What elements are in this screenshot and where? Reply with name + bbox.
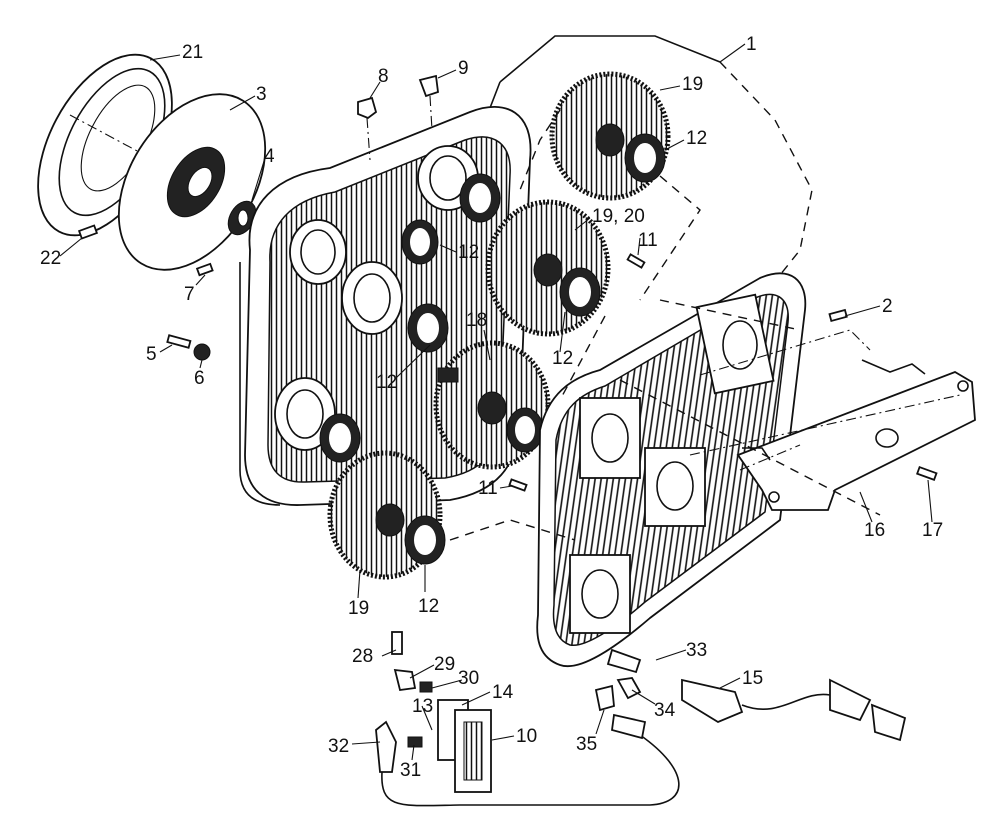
callout-9: 9	[458, 58, 469, 79]
callout-33: 33	[686, 640, 707, 661]
callout-11-lower: 11	[478, 478, 498, 499]
callout-10: 10	[516, 726, 537, 747]
callout-11-upper: 11	[638, 230, 658, 251]
callout-1: 1	[746, 34, 757, 55]
callout-19-20: 19, 20	[592, 206, 645, 227]
callout-35: 35	[576, 734, 597, 755]
sight-glass-assembly	[375, 631, 492, 793]
callout-34: 34	[654, 700, 676, 721]
hose-assembly	[381, 648, 907, 807]
assembly-guide-lines	[449, 109, 961, 541]
leader-lines	[59, 43, 933, 761]
callout-32: 32	[328, 736, 349, 757]
callout-22: 22	[40, 248, 61, 269]
callout-21: 21	[182, 42, 203, 63]
cover-plate	[536, 272, 807, 668]
callout-19-top: 19	[682, 74, 703, 95]
callout-14: 14	[492, 682, 514, 703]
callout-7: 7	[184, 284, 195, 305]
callout-3: 3	[256, 84, 267, 105]
callout-18: 18	[466, 310, 487, 331]
callout-29: 29	[434, 654, 455, 675]
callout-12-bottom: 12	[418, 596, 439, 617]
callout-15: 15	[742, 668, 763, 689]
gear-bottom	[327, 450, 446, 580]
callout-16: 16	[864, 520, 885, 541]
callout-19-bottom: 19	[348, 598, 369, 619]
callout-12-center: 12	[376, 372, 397, 393]
callout-6: 6	[194, 368, 205, 389]
callout-12-top-right: 12	[686, 128, 707, 149]
callout-31: 31	[400, 760, 421, 781]
callout-13: 13	[412, 696, 433, 717]
callout-12-middle: 12	[552, 348, 573, 369]
gear-top-right	[549, 71, 671, 201]
callout-2: 2	[882, 296, 893, 317]
callout-12-housing: 12	[458, 242, 479, 263]
callout-28: 28	[352, 646, 373, 667]
callout-labels: 1 2 3 4 5 6 7 8 9 10 11 11 12 12 12 12 1…	[40, 34, 943, 781]
callout-17: 17	[922, 520, 943, 541]
callout-5: 5	[146, 344, 157, 365]
callout-30: 30	[458, 668, 479, 689]
gear-center	[433, 340, 551, 470]
callout-4: 4	[264, 146, 275, 167]
callout-8: 8	[378, 66, 389, 87]
gear-middle	[485, 199, 611, 337]
